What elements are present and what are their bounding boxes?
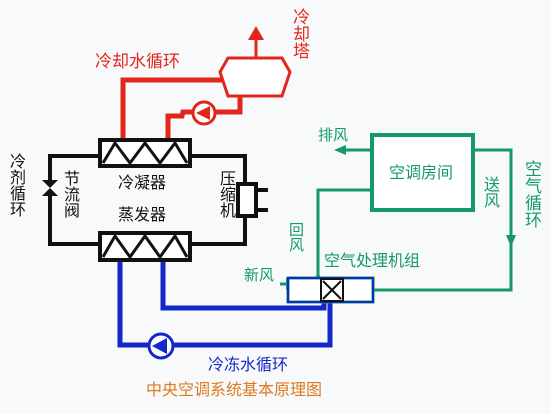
chilled-water-pump-icon [147,332,175,360]
supply-air-label: 送风 [481,176,500,208]
throttle-valve-icon [42,180,58,196]
air-ducts [280,148,513,292]
chilled-water-pipes [117,260,333,348]
exhaust-air-label: 排风 [318,126,349,144]
cooling-tower-label: 冷却塔 [289,8,309,59]
ac-room-label: 空调房间 [389,163,454,182]
evaporator-icon [98,231,192,262]
compressor-label: 压缩机 [217,170,236,218]
cooling-water-pump-icon [191,100,217,126]
fresh-air-label: 新风 [244,266,275,284]
return-air-label: 回风 [287,222,305,252]
air-loop-label: 空气循环 [521,160,541,228]
ac-room-box [370,133,475,212]
compressor-icon [236,182,268,218]
condenser-label: 冷凝器 [118,173,167,192]
condenser-icon [98,138,192,168]
cooling-water-loop-label: 冷却水循环 [95,52,180,72]
ahu-label: 空气处理机组 [324,251,421,270]
cooling-tower-icon [218,26,292,98]
diagram-caption: 中央空调系统基本原理图 [146,380,323,399]
cooling-water-pipes [120,77,243,140]
chilled-water-loop-label: 冷冻水循环 [208,355,289,374]
ahu-icon [286,276,375,304]
refrigerant-pipes [48,154,247,246]
refrigerant-loop-label: 冷剂循环 [7,153,26,217]
throttle-valve-label: 节流阀 [61,170,80,218]
evaporator-label: 蒸发器 [118,205,167,224]
